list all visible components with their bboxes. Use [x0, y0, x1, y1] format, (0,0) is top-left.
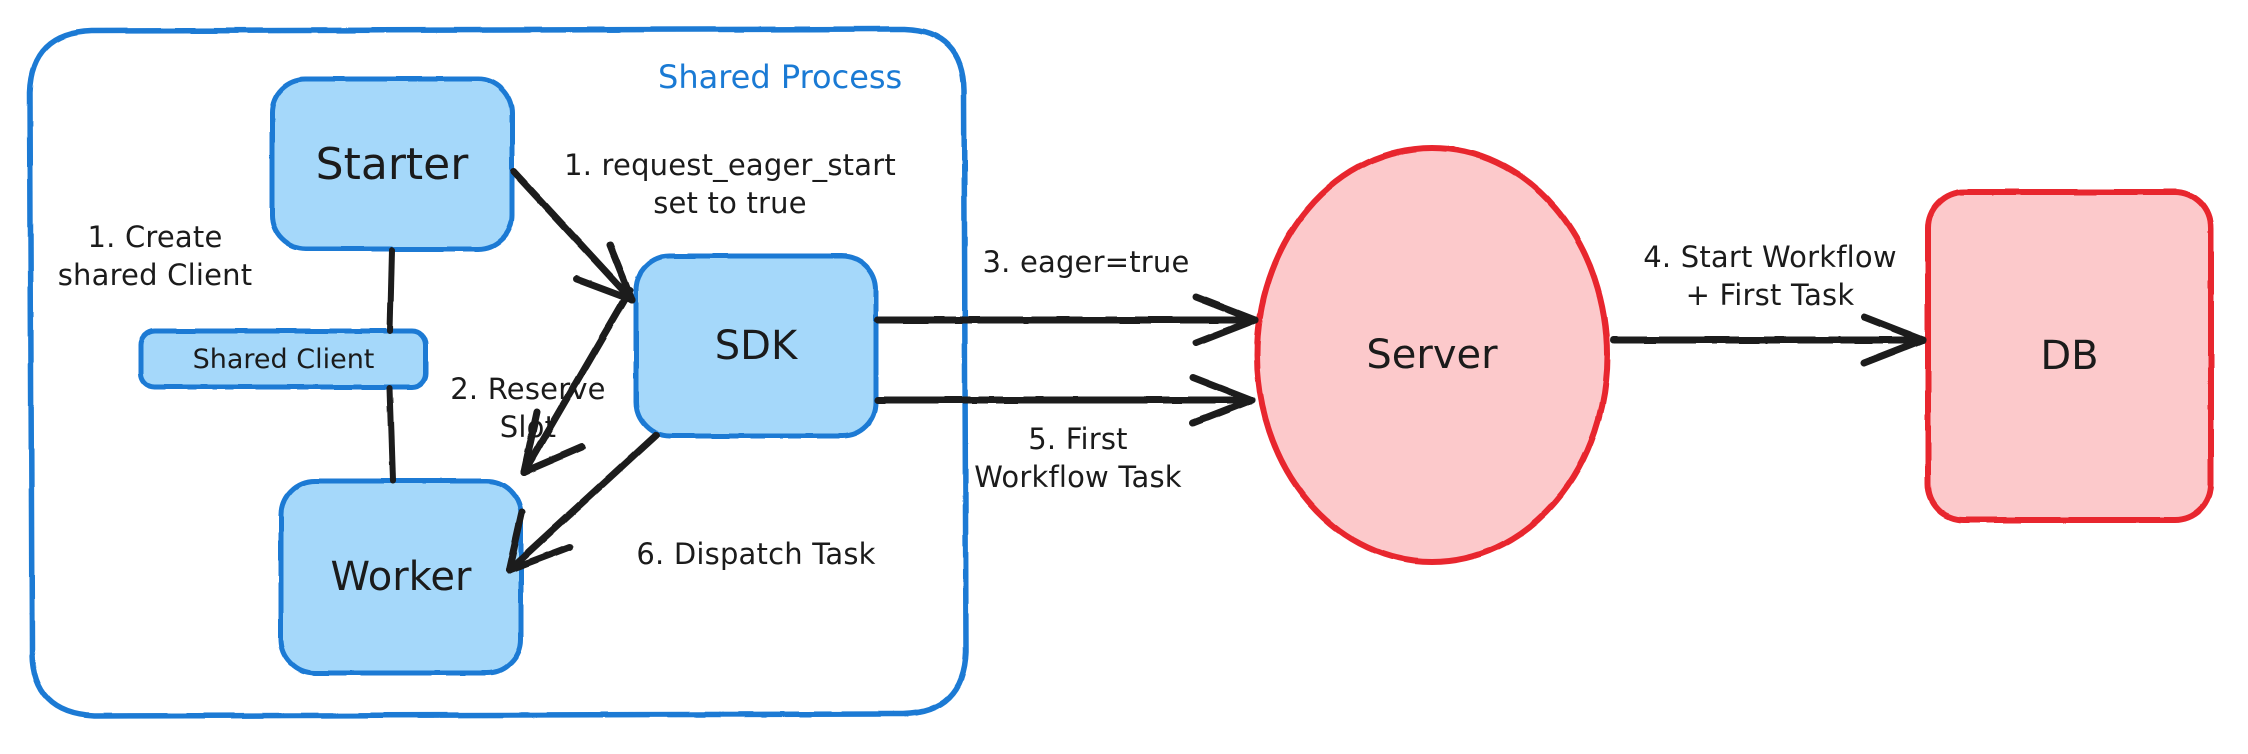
shared-process-container: [27, 26, 969, 719]
node-server-shape: [1254, 145, 1610, 565]
edge-reserve-slot: [520, 286, 634, 476]
node-shared-client-shape: [138, 328, 429, 390]
edge-first-workflow-task: [874, 373, 1256, 427]
edge-start-workflow: [1610, 313, 1927, 367]
edge-request-eager-start: [510, 168, 636, 304]
edge-eager-true: [874, 293, 1259, 347]
edge-create-shared-client: [387, 247, 395, 334]
edge-dispatch-task: [505, 431, 660, 574]
node-db-shape: [1925, 189, 2214, 523]
node-worker-shape: [278, 478, 524, 676]
node-starter-shape: [269, 76, 515, 252]
shared-process-title: Shared Process: [658, 58, 903, 96]
edge-client-to-worker: [387, 385, 396, 484]
node-sdk-shape: [633, 253, 879, 439]
